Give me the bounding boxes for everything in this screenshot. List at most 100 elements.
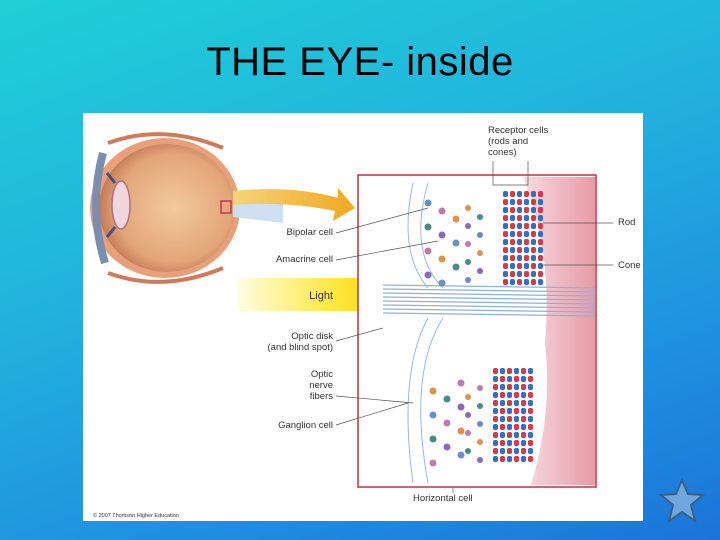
neuron-cell — [477, 457, 483, 463]
cone-cell — [524, 263, 529, 269]
cone-cell — [517, 223, 522, 229]
slide-title: THE EYE- inside — [206, 40, 514, 84]
neuron-cell — [477, 439, 483, 445]
cone-cell — [528, 400, 533, 406]
cone-cell — [493, 376, 498, 382]
neuron-cell — [438, 207, 446, 215]
rod-cell — [524, 191, 529, 197]
rod-cell — [510, 271, 515, 277]
rod-cell — [514, 408, 519, 414]
neuron-cell — [424, 223, 432, 231]
rod-cell — [538, 271, 543, 277]
neuron-cell — [465, 223, 471, 229]
rod-cell — [500, 440, 505, 446]
neuron-cell — [465, 412, 471, 418]
rod-cell — [507, 368, 512, 374]
cone-cell — [503, 239, 508, 245]
neuron-cell — [465, 394, 471, 400]
light-arrow — [238, 268, 388, 323]
neuron-cell — [424, 199, 432, 207]
neuron-cell — [429, 459, 437, 467]
neuron-cell — [477, 268, 483, 274]
rod-cell — [503, 279, 508, 285]
cone-cell — [528, 448, 533, 454]
rod-cell — [514, 376, 519, 382]
cone-cell — [528, 416, 533, 422]
cone-cell — [493, 440, 498, 446]
rod-cell — [521, 400, 526, 406]
neuron-cell — [457, 379, 465, 387]
rod-cell — [500, 408, 505, 414]
neuron-cell — [452, 239, 460, 247]
star-icon[interactable] — [658, 477, 706, 524]
cone-cell — [538, 231, 543, 237]
rod-cell — [517, 231, 522, 237]
rod-cell — [500, 424, 505, 430]
cone-cell — [503, 223, 508, 229]
rod-cell — [507, 448, 512, 454]
rod-cell — [524, 255, 529, 261]
rod-cell — [521, 432, 526, 438]
cone-cell — [507, 424, 512, 430]
eye-diagram-art — [90, 132, 613, 493]
cone-cell — [514, 400, 519, 406]
neuron-cell — [477, 385, 483, 391]
cone-cell — [510, 231, 515, 237]
cone-cell — [510, 199, 515, 205]
neuron-cell — [443, 443, 451, 451]
neuron-cell — [429, 411, 437, 419]
cone-cell — [528, 432, 533, 438]
cone-cell — [524, 215, 529, 221]
cone-cell — [531, 239, 536, 245]
cone-cell — [517, 207, 522, 213]
cone-cell — [538, 279, 543, 285]
neuron-cell — [452, 215, 460, 223]
neuron-cell — [465, 430, 471, 436]
copyright-text: © 2007 Thomson Higher Education — [93, 513, 179, 519]
rod-cell — [521, 384, 526, 390]
receptor-cells-label: Receptor cells (rods and cones) — [488, 125, 549, 158]
cone-cell — [510, 215, 515, 221]
cone-cell — [531, 207, 536, 213]
cone-cell — [507, 408, 512, 414]
rod-cell — [517, 263, 522, 269]
cone-cell — [514, 432, 519, 438]
cone-cell — [528, 384, 533, 390]
rod-cell — [517, 199, 522, 205]
neuron-cell — [477, 403, 483, 409]
cone-cell — [514, 448, 519, 454]
rod-cell — [531, 215, 536, 221]
neuron-cell — [424, 271, 432, 279]
cone-cell — [514, 416, 519, 422]
cone-cell — [517, 239, 522, 245]
rod-cell — [507, 432, 512, 438]
rod-cell — [538, 239, 543, 245]
cone-cell — [538, 263, 543, 269]
neuron-cell — [465, 448, 471, 454]
cone-cell — [500, 432, 505, 438]
neuron-cell — [465, 277, 471, 283]
rod-cell — [528, 408, 533, 414]
rod-cell — [538, 223, 543, 229]
cone-cell — [493, 392, 498, 398]
light-label: Light — [309, 290, 333, 302]
cone-cell — [521, 392, 526, 398]
rod-cell — [531, 263, 536, 269]
star-icon-shape — [658, 477, 706, 524]
cone-cell — [531, 255, 536, 261]
rod-cell — [531, 199, 536, 205]
neuron-cell — [457, 403, 465, 411]
rod-cell — [524, 271, 529, 277]
optic-disk-label: Optic disk (and blind spot) — [267, 331, 333, 353]
rod-cell — [517, 215, 522, 221]
rod-cell — [503, 231, 508, 237]
neuron-cell — [477, 421, 483, 427]
cone-cell — [510, 247, 515, 253]
cone-cell — [514, 384, 519, 390]
cone-cell — [510, 263, 515, 269]
rod-cell — [500, 376, 505, 382]
neuron-cell — [465, 205, 471, 211]
cone-cell — [538, 199, 543, 205]
cone-cell — [507, 456, 512, 462]
cone-cell — [507, 392, 512, 398]
